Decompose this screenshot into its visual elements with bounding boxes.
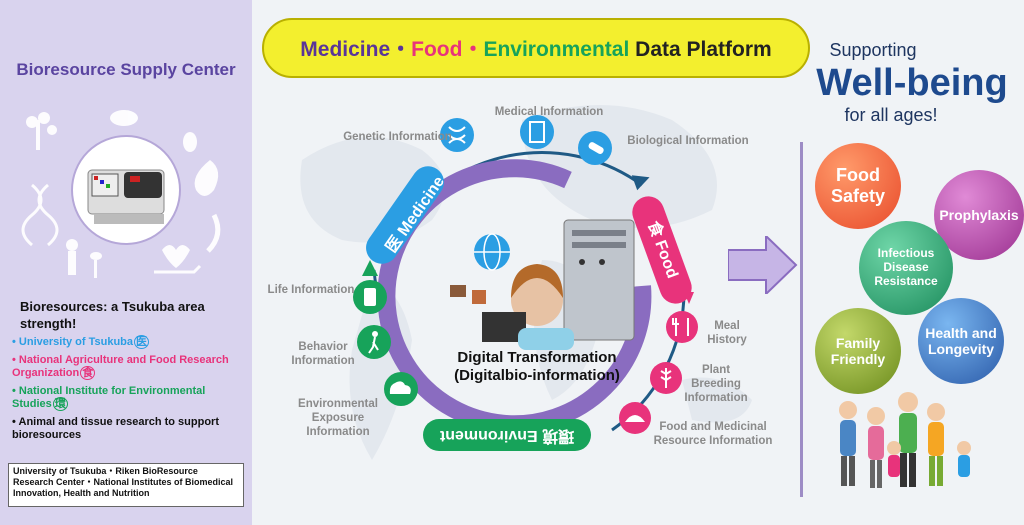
purple-arrow-icon: [728, 236, 798, 294]
platform-title-dot: ・: [390, 38, 412, 61]
dna-icon: [440, 118, 474, 152]
label-environmental-exposure: Environmental Exposure Information: [298, 398, 378, 438]
bubble-prophylaxis: Prophylaxis: [934, 170, 1024, 260]
platform-title-dot: ・: [462, 38, 484, 61]
institution-tag: 食: [80, 366, 96, 380]
platform-title-environmental: Environmental: [483, 38, 630, 61]
strength-section: Bioresources: a Tsukuba area strength! •…: [12, 298, 245, 442]
clipboard-icon: [520, 115, 554, 149]
divider-line: [800, 142, 803, 497]
plant-icon: [36, 120, 40, 150]
institution-tag: 環: [52, 397, 68, 411]
label-food-medicinal-resource: Food and Medicinal Resource Information: [653, 421, 773, 447]
bubble-family-friendly: Family Friendly: [815, 308, 901, 394]
house-icon: [472, 290, 486, 304]
person-icon: [66, 239, 78, 251]
platform-title-banner: Medicine・Food・Environmental Data Platfor…: [262, 18, 810, 78]
institution-tag: 医: [134, 335, 150, 349]
bubble-food-safety: Food Safety: [815, 143, 901, 229]
organizations-box: University of Tsukuba・Riken BioResource …: [8, 463, 244, 507]
data-cycle-diagram: [353, 115, 698, 451]
digital-transformation-title: Digital Transformation: [457, 349, 617, 366]
label-genetic-information: Genetic Information: [343, 131, 452, 143]
left-panel-title: Bioresource Supply Center: [16, 60, 236, 79]
institution-naro: • National Agriculture and Food Research…: [12, 354, 229, 380]
left-panel: [0, 0, 252, 525]
intestine-icon: [206, 213, 221, 253]
bubble-health-longevity: Health and Longevity: [918, 298, 1004, 384]
person-icon: [839, 401, 857, 419]
dna-icon: [21, 183, 43, 247]
institution-name: National Institute for Environmental Stu…: [12, 385, 206, 410]
label-medical-information: Medical Information: [494, 106, 604, 118]
label-biological-information: Biological Information: [627, 135, 749, 147]
label-behavior-information: Behavior Information: [291, 341, 355, 367]
medicine-ribbon: [366, 166, 444, 264]
institution-name: Animal and tissue research to support bi…: [12, 416, 219, 441]
environment-ribbon: [423, 419, 591, 451]
institution-name: University of Tsukuba: [18, 336, 134, 348]
strength-heading: Bioresources: a Tsukuba area strength!: [20, 299, 205, 331]
digital-transformation-label: Digital Transformation (Digitalbio-infor…: [432, 349, 642, 385]
wellbeing-line2: Well-being: [816, 62, 1008, 104]
platform-title-rest: Data Platform: [629, 38, 772, 61]
platform-title-food: Food: [411, 38, 463, 61]
institution-nies: • National Institute for Environmental S…: [12, 385, 206, 411]
family-illustration: [839, 392, 971, 488]
bubble-infectious-disease: Infectious Disease Resistance: [859, 221, 953, 315]
digital-illustration: [450, 219, 635, 350]
stomach-icon: [194, 160, 219, 196]
arrow-up-icon: [362, 260, 378, 276]
leaf-icon: [26, 116, 38, 128]
digital-transformation-subtitle: (Digitalbio-information): [454, 367, 620, 384]
wellbeing-line3: for all ages!: [844, 105, 938, 125]
label-plant-breeding: Plant Breeding Information: [684, 364, 748, 404]
platform-title-medicine: Medicine: [300, 38, 391, 61]
environment-ribbon-label: 環境 Environment: [439, 427, 575, 444]
inner-purple-ring: [377, 159, 652, 434]
wellbeing-line1: Supporting: [829, 40, 917, 60]
heart-hand-icon: [162, 245, 190, 268]
dog-icon: [450, 285, 466, 297]
bioresource-illustration: [21, 110, 221, 278]
label-life-information: Life Information: [267, 284, 355, 296]
kidney-icon: [183, 132, 197, 152]
fork-knife-icon: [666, 311, 698, 343]
institution-name: National Agriculture and Food Research O…: [12, 354, 229, 379]
arrow-right-icon: [631, 175, 650, 191]
institution-animal: • Animal and tissue research to support …: [12, 416, 219, 441]
server-icon: [563, 219, 635, 341]
label-meal-history: Meal History: [707, 320, 747, 346]
mouse-icon: [110, 110, 138, 126]
food-ribbon: [632, 196, 692, 304]
